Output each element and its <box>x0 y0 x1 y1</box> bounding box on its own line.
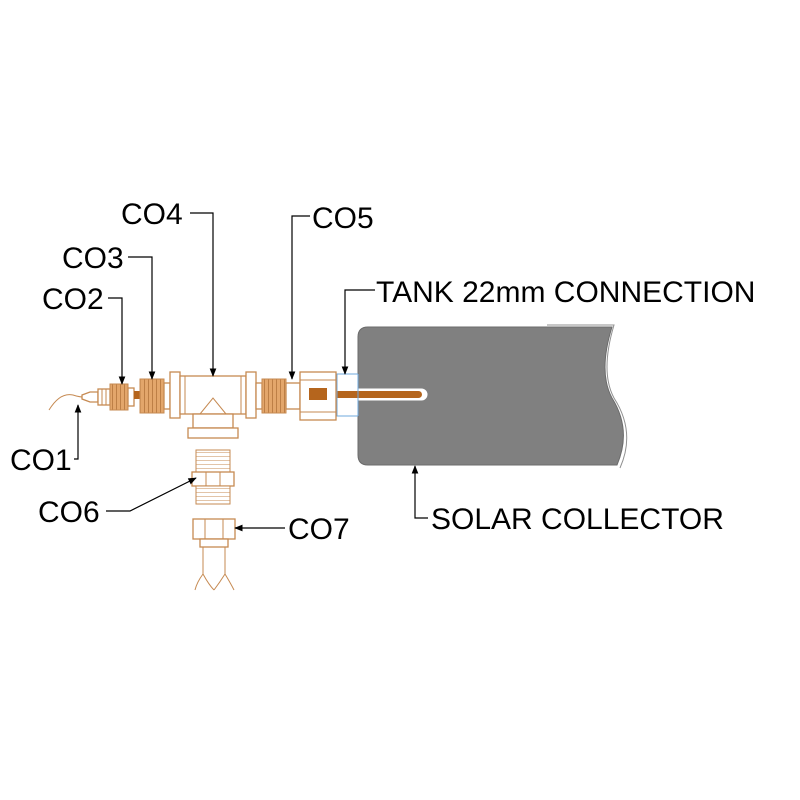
tank-connection-leader <box>341 289 375 375</box>
label-co5: CO5 <box>312 202 374 235</box>
label-tank-connection: TANK 22mm CONNECTION <box>376 276 755 309</box>
tank-union-fitting <box>299 371 337 421</box>
co6-hex-nipple <box>191 449 235 505</box>
pipe-stub-1 <box>134 391 142 399</box>
solar-collector-body <box>357 326 624 466</box>
co2-compression-fitting <box>109 383 135 411</box>
label-co7: CO7 <box>288 513 350 546</box>
co1-leader <box>74 404 82 460</box>
label-co3: CO3 <box>62 242 124 275</box>
solar-collector-leader <box>411 465 428 519</box>
co5-threaded-nut <box>255 378 301 414</box>
label-co1: CO1 <box>10 444 72 477</box>
collector-break-line <box>547 324 628 469</box>
label-co4: CO4 <box>121 198 183 231</box>
co4-tee-fitting <box>169 371 257 439</box>
co6-leader <box>106 477 197 512</box>
co3-threaded-nut <box>139 378 171 414</box>
label-co2: CO2 <box>42 283 104 316</box>
co3-leader <box>128 256 156 380</box>
co2-leader <box>108 297 126 385</box>
co7-pipe-nut <box>192 518 236 591</box>
co1-sensor-probe <box>81 388 111 406</box>
label-solar-collector: SOLAR COLLECTOR <box>431 503 724 536</box>
co4-leader <box>190 212 217 377</box>
co5-leader <box>288 215 310 380</box>
label-co6: CO6 <box>38 496 100 529</box>
